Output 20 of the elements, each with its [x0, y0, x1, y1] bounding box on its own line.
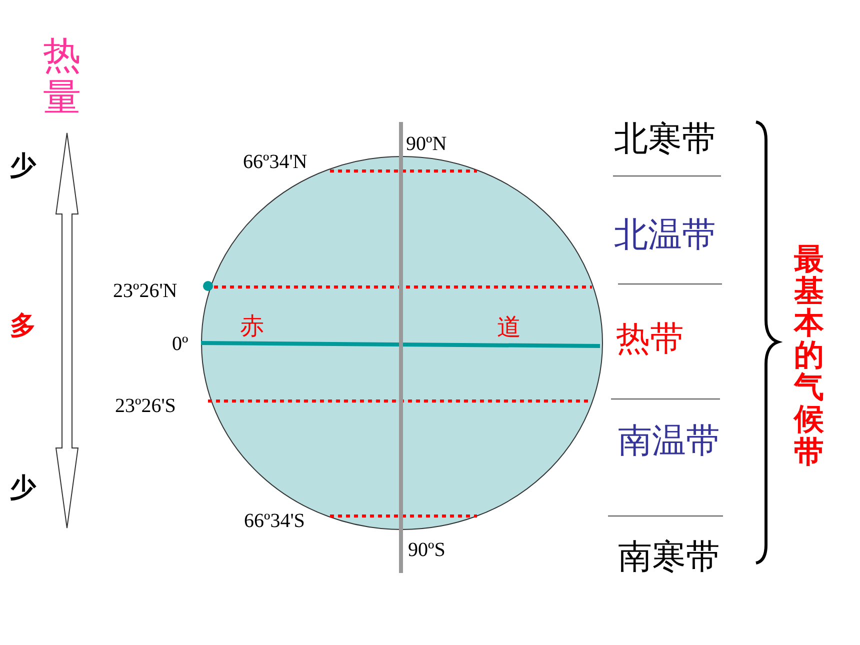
- zone-label: 南寒带: [618, 540, 720, 574]
- scale-label: 少: [10, 474, 36, 500]
- zone-label: 北温带: [614, 218, 716, 252]
- latitude-label: 90ºS: [408, 540, 446, 560]
- latitude-label: 66º34'N: [243, 152, 308, 172]
- scale-label: 少: [10, 152, 36, 178]
- latitude-label: 66º34'S: [244, 511, 305, 531]
- latitude-label: 90ºN: [406, 134, 447, 154]
- scale-label: 多: [10, 312, 36, 338]
- latitude-label: 23º26'N: [113, 281, 178, 301]
- equator-label: 赤: [240, 315, 264, 339]
- zone-label: 南温带: [618, 424, 720, 458]
- latitude-label: 23º26'S: [115, 396, 176, 416]
- latitude-label: 0º: [172, 334, 188, 354]
- zone-label: 热带: [616, 322, 684, 356]
- axis-title: 热量: [43, 36, 81, 120]
- globe: [201, 156, 603, 530]
- bracket-label: 最基本的气候带: [794, 244, 824, 469]
- equator-label: 道: [497, 316, 521, 340]
- zone-label: 北寒带: [614, 122, 716, 156]
